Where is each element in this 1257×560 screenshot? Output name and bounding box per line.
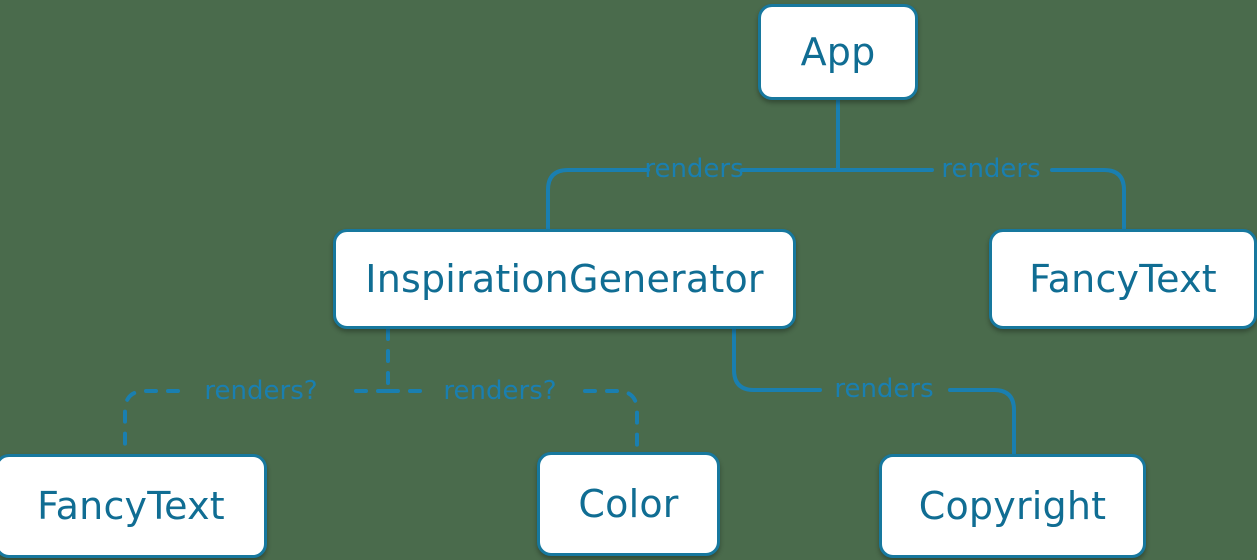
node-fancytext-bottom[interactable]: FancyText bbox=[0, 454, 267, 558]
edge-inspirationgenerator-fancytext bbox=[123, 389, 390, 457]
edge-label-inspirationgenerator-copyright: renders bbox=[834, 374, 934, 404]
edge-app-inspirationgenerator bbox=[546, 168, 840, 231]
edge-inspirationgenerator-copyright bbox=[732, 327, 1016, 457]
node-color[interactable]: Color bbox=[537, 452, 720, 556]
edge-app-fancytext bbox=[836, 168, 1126, 231]
node-color-label: Color bbox=[578, 482, 679, 526]
node-app[interactable]: App bbox=[758, 4, 918, 100]
edge-inspirationgenerator-color bbox=[386, 389, 639, 455]
node-copyright[interactable]: Copyright bbox=[879, 454, 1146, 558]
node-app-label: App bbox=[800, 30, 876, 74]
node-fancytext-top-label: FancyText bbox=[1029, 257, 1217, 301]
edge-label-app-inspirationgenerator: renders bbox=[644, 154, 744, 184]
edge-label-app-fancytext: renders bbox=[941, 154, 1041, 184]
node-inspirationgenerator-label: InspirationGenerator bbox=[365, 257, 764, 301]
node-copyright-label: Copyright bbox=[918, 484, 1107, 528]
node-inspirationgenerator[interactable]: InspirationGenerator bbox=[333, 229, 796, 329]
node-fancytext-top[interactable]: FancyText bbox=[989, 229, 1257, 329]
edge-label-inspirationgenerator-fancytext: renders? bbox=[204, 376, 318, 406]
edge-label-inspirationgenerator-color: renders? bbox=[443, 376, 557, 406]
node-fancytext-bottom-label: FancyText bbox=[37, 484, 225, 528]
